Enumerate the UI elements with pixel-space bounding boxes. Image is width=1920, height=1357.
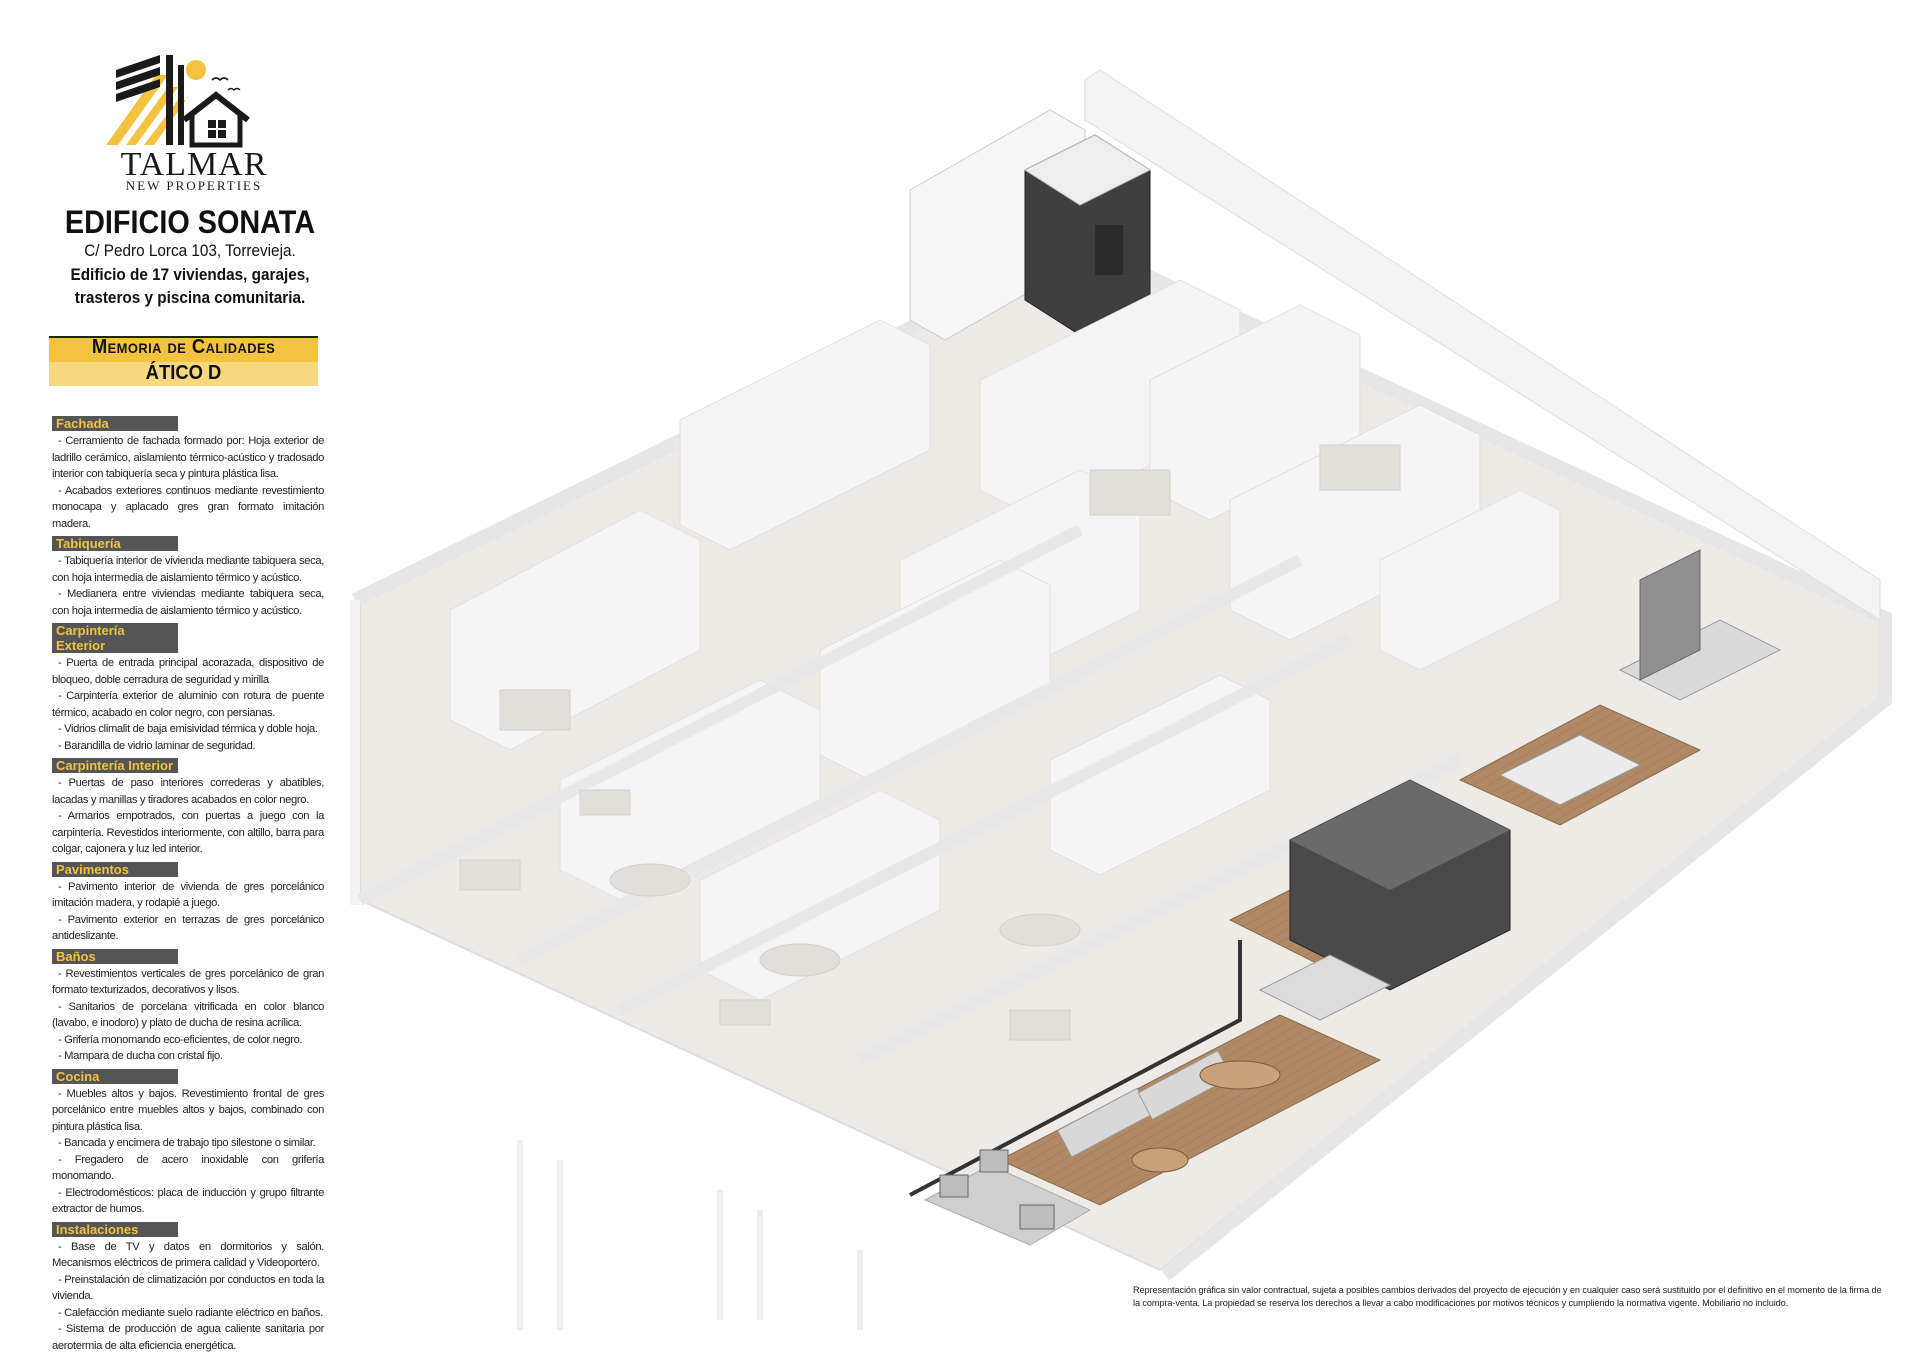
section-tabiqueria: Tabiquería - Tabiquería interior de vivi… xyxy=(52,532,324,619)
section-carpinteria-interior: Carpintería Interior - Puertas de paso i… xyxy=(52,754,324,858)
unit-banner xyxy=(49,362,318,386)
section-title: Tabiquería xyxy=(52,536,178,551)
section-cocina: Cocina - Muebles altos y bajos. Revestim… xyxy=(52,1065,324,1218)
section-pavimentos: Pavimentos - Pavimento interior de vivie… xyxy=(52,858,324,945)
section-carpinteria-exterior: Carpintería Exterior - Puerta de entrada… xyxy=(52,619,324,754)
section-item: - Acabados exteriores continuos mediante… xyxy=(52,484,324,530)
isometric-floor-plan xyxy=(350,69,1892,1330)
brand-name: TALMAR xyxy=(120,146,268,183)
unit-title: ÁTICO D xyxy=(145,362,222,384)
section-item: - Puerta de entrada principal acorazada,… xyxy=(52,657,324,686)
section-item: - Pavimento exterior en terrazas de gres… xyxy=(52,913,324,943)
bathroom-wall xyxy=(1639,549,1701,681)
building-description-line2: trasteros y piscina comunitaria. xyxy=(74,288,306,307)
section-item: - Grifería monomando eco-eficientes, de … xyxy=(58,1033,303,1046)
section-item: - Armarios empotrados, con puertas a jue… xyxy=(52,810,324,855)
section-item: - Revestimientos verticales de gres porc… xyxy=(52,967,324,997)
section-item: - Mampara de ducha con cristal fijo. xyxy=(58,1050,223,1062)
section-item: - Bancada y encimera de trabajo tipo sil… xyxy=(58,1137,316,1149)
ghost-columns xyxy=(517,1140,863,1330)
section-item: - Electrodomésticos: placa de inducción … xyxy=(52,1186,324,1216)
living-floor xyxy=(998,1014,1382,1206)
section-item: - Pavimento interior de vivienda de gres… xyxy=(52,880,324,910)
section-instalaciones: Instalaciones - Base de TV y datos en do… xyxy=(52,1218,324,1355)
section-item: - Muebles altos y bajos. Revestimiento f… xyxy=(52,1087,324,1133)
atico-d-unit xyxy=(909,549,1782,1246)
section-title: Carpintería Exterior xyxy=(52,623,178,653)
memoria-title: Memoria de Calidades xyxy=(91,336,276,358)
section-item: - Tabiquería interior de vivienda median… xyxy=(52,555,324,584)
kitchen-island xyxy=(1258,954,1392,1021)
building-description-line1: Edificio de 17 viviendas, garajes, xyxy=(70,265,310,284)
section-item: - Sanitarios de porcelana vitrificada en… xyxy=(52,1000,324,1030)
section-item: - Puertas de paso interiores correderas … xyxy=(52,777,324,806)
section-banos: Baños - Revestimientos verticales de gre… xyxy=(52,945,324,1065)
faded-furniture xyxy=(459,444,1401,1041)
section-title: Carpintería Interior xyxy=(52,758,178,773)
faded-partitions xyxy=(449,279,1561,1001)
section-fachada: Fachada - Cerramiento de fachada formado… xyxy=(52,412,324,532)
section-item: - Cerramiento de fachada formado por: Ho… xyxy=(52,435,324,480)
section-item: - Sistema de producción de agua caliente… xyxy=(52,1323,324,1352)
section-title: Baños xyxy=(52,948,178,964)
section-item: - Fregadero de acero inoxidable con grif… xyxy=(52,1153,324,1183)
section-item: - Barandilla de vidrio laminar de seguri… xyxy=(58,739,256,752)
section-item: - Base de TV y datos en dormitorios y sa… xyxy=(52,1240,324,1270)
building-address: C/ Pedro Lorca 103, Torrevieja. xyxy=(84,241,296,260)
building-title: EDIFICIO SONATA xyxy=(64,204,316,240)
section-item: - Calefacción mediante suelo radiante el… xyxy=(58,1306,323,1319)
bed xyxy=(1498,734,1642,806)
quality-sections: Fachada - Cerramiento de fachada formado… xyxy=(52,412,324,1354)
section-item: - Vidrios climalit de baja emisividad té… xyxy=(58,723,318,735)
rear-wall xyxy=(1084,69,1881,621)
brand-subtitle: NEW PROPERTIES xyxy=(125,178,263,193)
section-title: Fachada xyxy=(52,416,178,431)
legal-disclaimer: Representación gráfica sin valor contrac… xyxy=(1133,1285,1882,1308)
talmar-logo-icon xyxy=(106,55,250,148)
section-title: Instalaciones xyxy=(52,1221,178,1237)
section-title: Cocina xyxy=(52,1068,178,1084)
section-title: Pavimentos xyxy=(52,861,178,877)
section-item: - Preinstalación de climatización por co… xyxy=(52,1273,324,1303)
section-item: - Carpintería exterior de aluminio con r… xyxy=(52,690,324,719)
section-item: - Medianera entre viviendas mediante tab… xyxy=(52,588,324,617)
